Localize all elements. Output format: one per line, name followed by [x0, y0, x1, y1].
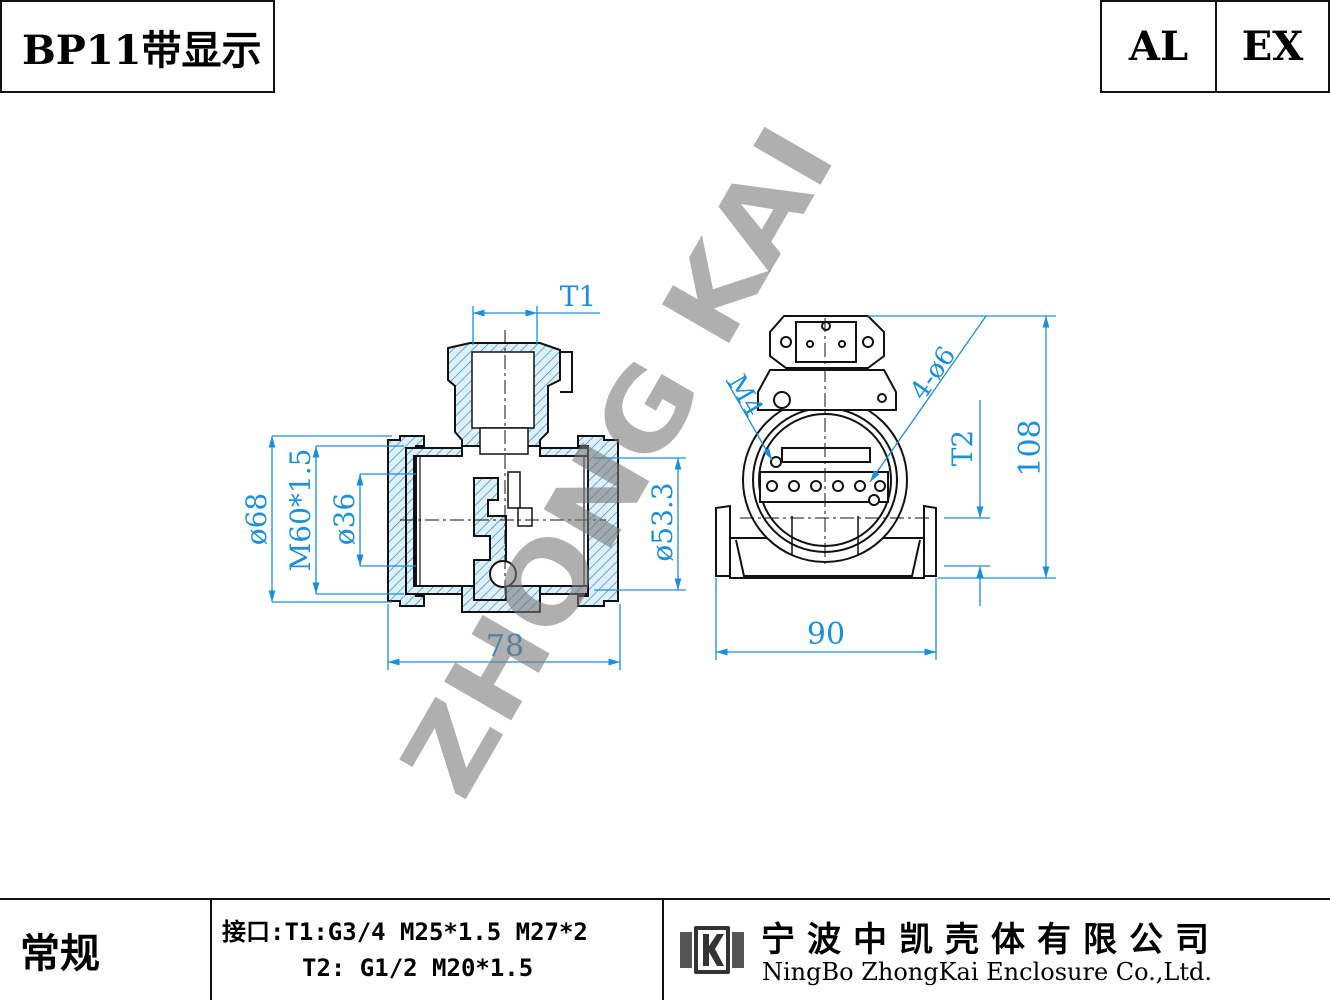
left-ring — [405, 447, 463, 595]
neck-bore — [471, 351, 535, 429]
dim-holes: 4-ø6 — [905, 341, 963, 405]
dim-d36: ø36 — [328, 493, 361, 546]
dim-t2: T2 — [946, 430, 979, 467]
company-block: 宁波中凯壳体有限公司 NingBo ZhongKai Enclosure Co.… — [664, 900, 1330, 1000]
boss-hole — [489, 560, 517, 588]
neck-inner — [479, 427, 529, 455]
section-dimension-text: T1 ø68 M60*1.5 ø36 ø53.3 78 — [240, 280, 679, 664]
category-label: 常规 — [0, 900, 212, 1000]
drawing-title: BP11带显示 — [0, 0, 275, 93]
right-cap — [577, 435, 619, 607]
section-dimensions — [268, 306, 686, 670]
dim-108: 108 — [1013, 419, 1048, 476]
company-name-cn: 宁波中凯壳体有限公司 — [761, 920, 1221, 960]
tag-al: AL — [1100, 0, 1217, 93]
footer-bar — [0, 898, 1330, 1000]
section-view — [387, 330, 619, 613]
tag-ex: EX — [1215, 0, 1330, 93]
boss-tab — [507, 471, 521, 509]
dim-d53: ø53.3 — [646, 482, 679, 561]
dim-78: 78 — [486, 629, 524, 664]
dim-t1: T1 — [560, 280, 597, 313]
port-spec: 接口:T1:G3/4 M25*1.5 M27*2 T2: G1/2 M20*1.… — [212, 900, 664, 1000]
dim-m60: M60*1.5 — [284, 449, 317, 572]
boss-pin — [517, 507, 533, 527]
company-logo-icon — [680, 926, 744, 974]
company-name-en: NingBo ZhongKai Enclosure Co.,Ltd. — [762, 958, 1212, 986]
front-dimensions — [715, 315, 1056, 660]
dim-90: 90 — [807, 617, 845, 652]
side-lug — [560, 351, 573, 393]
dim-d68: ø68 — [240, 493, 273, 546]
front-view — [715, 315, 937, 579]
spec-line-2: T2: G1/2 M20*1.5 — [302, 954, 534, 982]
spec-line-1: 接口:T1:G3/4 M25*1.5 M27*2 — [222, 918, 588, 946]
front-hub — [715, 504, 731, 577]
